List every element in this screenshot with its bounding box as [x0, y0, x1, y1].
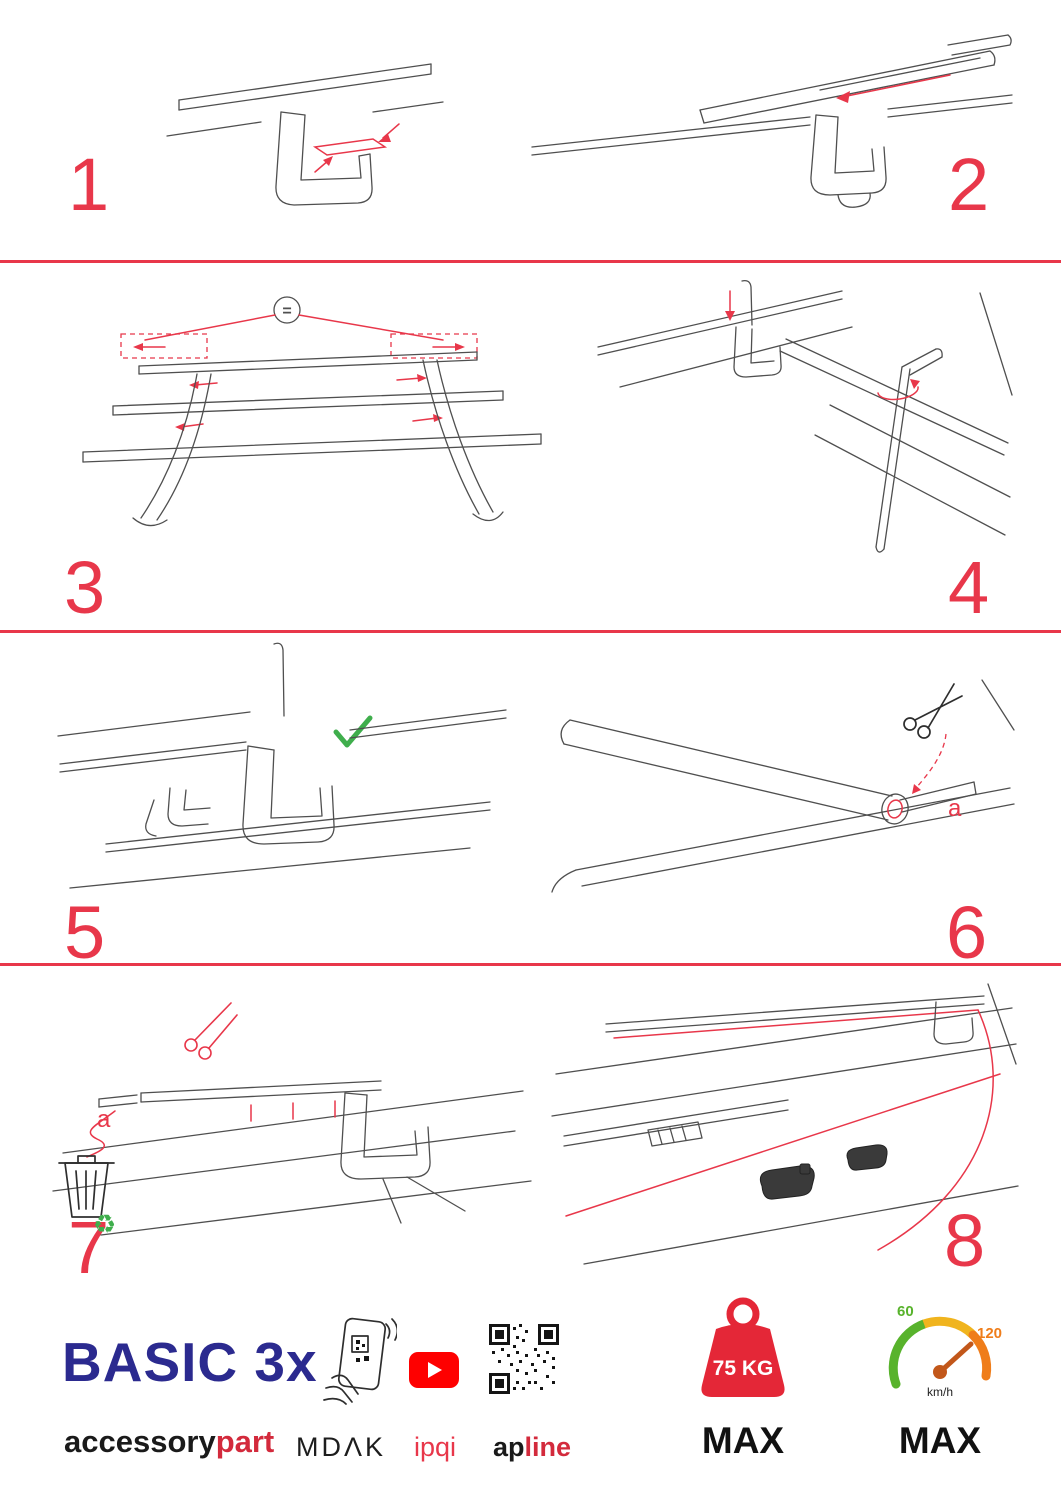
recycle-icon: ♻ [93, 1210, 116, 1237]
brand-part-black: accessory [64, 1424, 216, 1459]
trash-bin-icon [58, 1155, 115, 1218]
step4-drawing-allen-key [597, 279, 1013, 553]
scissors-icon [184, 1002, 238, 1060]
logo-mdak: MDΛK [296, 1432, 387, 1462]
qr-code-icon [489, 1324, 559, 1394]
apline-part-red: line [524, 1432, 572, 1462]
step-number-8: 8 [944, 1199, 986, 1282]
step8-drawing-final-assembly [551, 983, 1019, 1265]
equal-sign-label: = [282, 303, 291, 320]
scissors-icon [903, 683, 963, 739]
product-name: BASIC 3x [62, 1331, 318, 1393]
weight-icon: 75 KG [701, 1297, 785, 1397]
step-number-6: 6 [946, 891, 988, 974]
brand-logo: accessorypart [64, 1424, 274, 1460]
section-divider [0, 630, 1061, 633]
apline-part-black: ap [493, 1432, 525, 1462]
step7-drawing-discard-strip: a ♻ [52, 1002, 532, 1237]
step5-drawing-correct-fit [57, 642, 507, 889]
logo-ipqi: ipqi [414, 1432, 457, 1462]
step-number-1: 1 [68, 143, 110, 226]
youtube-icon [409, 1352, 459, 1388]
rotate-arrow [877, 379, 920, 401]
t-bolt-adapters [759, 1144, 888, 1200]
step3-drawing-equal-spacing: = [82, 296, 542, 527]
phone-scan-icon [323, 1317, 397, 1405]
step-number-4: 4 [948, 546, 990, 629]
hatched-clamp [647, 1121, 703, 1147]
weight-max-label: MAX [701, 1420, 785, 1461]
label-a: a [948, 795, 962, 822]
step-number-2: 2 [948, 143, 990, 226]
speed-max-label: MAX [898, 1420, 982, 1461]
step6-drawing-cut-strip: a [551, 679, 1015, 893]
allen-key [875, 348, 943, 553]
speed-unit-label: km/h [927, 1385, 953, 1399]
section-divider [0, 963, 1061, 966]
step2-drawing-bar-slide [531, 34, 1013, 208]
weight-value: 75 KG [713, 1357, 774, 1380]
rubber-pad-red [312, 123, 400, 173]
brand-part-red: part [215, 1424, 275, 1459]
label-a: a [97, 1106, 111, 1133]
step1-drawing-clamp-insert [166, 63, 444, 206]
slide-arrow [836, 74, 951, 103]
step-number-7: 7 [68, 1206, 110, 1289]
step-number-3: 3 [64, 546, 106, 629]
speed-max-tick-label: 120 [977, 1325, 1002, 1342]
speed-min-label: 60 [897, 1303, 914, 1320]
speedometer-icon: 60 120 km/h [888, 1303, 1002, 1399]
logo-apline: apline [493, 1432, 571, 1463]
section-divider [0, 260, 1061, 263]
step-number-5: 5 [64, 891, 106, 974]
checkmark-icon [333, 715, 373, 748]
